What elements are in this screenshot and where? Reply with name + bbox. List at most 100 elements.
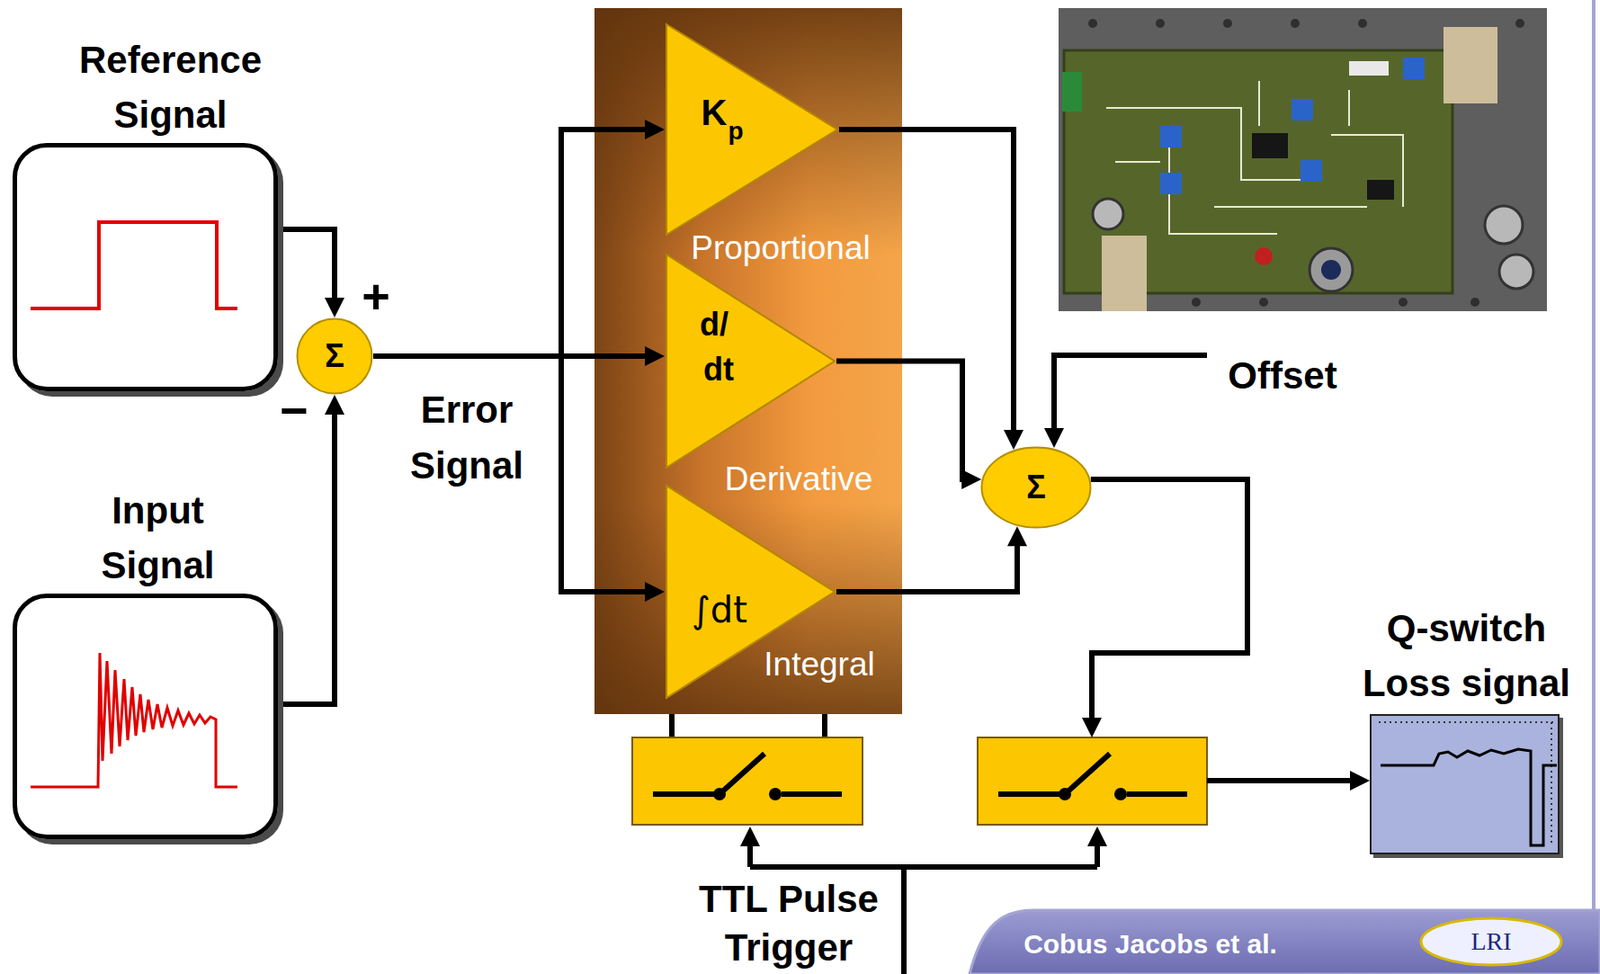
- derivative-symbol: dt: [703, 349, 734, 389]
- wire: [1206, 777, 1352, 784]
- ic-chip: [1367, 179, 1395, 200]
- block-label: Proportional: [690, 228, 871, 269]
- sum-symbol: Σ: [324, 336, 345, 376]
- switch-contact: [713, 787, 726, 801]
- gain-subscript: p: [727, 116, 743, 147]
- connector: [373, 356, 665, 602]
- amplifier-triangle-outline: [664, 22, 840, 237]
- triangle-shape: [666, 24, 838, 235]
- signal-box: Input Signal: [12, 593, 278, 840]
- signal-label: Offset: [1227, 353, 1337, 399]
- triangle-shape: [666, 254, 835, 468]
- wire: [277, 229, 335, 300]
- plate-hole: [1191, 297, 1201, 307]
- dip-switch: [1349, 61, 1389, 76]
- integral-symbol: ∫dt: [691, 588, 748, 632]
- arrow-head: [1349, 770, 1370, 791]
- connector: [836, 526, 1028, 592]
- bnc-connector: [1092, 198, 1124, 230]
- bnc-connector: [1309, 248, 1353, 292]
- mount-bracket: [1443, 26, 1498, 104]
- terminal-block: [1062, 71, 1082, 112]
- switch-symbol: [652, 753, 842, 795]
- switch-contact: [1114, 787, 1127, 801]
- sign-plus: +: [361, 267, 391, 326]
- qswitch-panel-fill: [1369, 714, 1560, 855]
- arrow-head: [324, 394, 345, 415]
- arrow-head: [644, 346, 665, 367]
- switch-box: [977, 737, 1207, 825]
- switch-symbol: [998, 753, 1188, 795]
- mount-bracket: [1101, 235, 1147, 312]
- connector: [277, 229, 345, 318]
- logo-text: LRI: [1470, 926, 1511, 957]
- box-heading: Reference Signal: [67, 32, 275, 143]
- qswitch-dotted-guide: [1378, 722, 1554, 846]
- bnc-connector: [1484, 205, 1523, 244]
- wire: [1090, 479, 1248, 720]
- switch-contact: [1058, 787, 1072, 801]
- switch-box: [632, 737, 863, 825]
- plate-hole: [1358, 18, 1368, 28]
- potentiometer: [1160, 172, 1182, 195]
- signal-label: Error Signal: [372, 382, 562, 494]
- author-credit: Cobus Jacobs et al.: [1023, 928, 1278, 961]
- arrow-head: [1044, 428, 1064, 448]
- block-label: Derivative: [724, 459, 874, 500]
- arrow-head: [644, 581, 665, 602]
- arrow-head: [1087, 826, 1108, 847]
- pcb-trace: [1106, 80, 1404, 234]
- amplifier-triangle: ∫dtIntegral: [664, 483, 837, 700]
- arrow-head: [961, 469, 982, 490]
- logo-shape: [1421, 918, 1562, 966]
- wire: [373, 129, 647, 357]
- potentiometer: [1300, 160, 1323, 182]
- sum-symbol: Σ: [1026, 467, 1046, 507]
- switch-contact: [768, 787, 782, 801]
- connector: [373, 119, 665, 357]
- logo-ellipse: LRI: [1419, 916, 1564, 967]
- potentiometer: [1160, 125, 1182, 148]
- plate-hole: [1223, 18, 1233, 28]
- arrow-head: [324, 297, 345, 318]
- slide-border: [1591, 0, 1596, 912]
- plate-hole: [1290, 18, 1300, 28]
- gain-symbol: K: [701, 90, 728, 135]
- waveform-input: [30, 652, 238, 787]
- plate-hole: [1155, 18, 1165, 28]
- derivative-symbol: d/: [699, 304, 729, 344]
- block-label: Integral: [763, 644, 875, 685]
- bnc-cable: [1321, 259, 1341, 280]
- bnc-connector: [1499, 254, 1534, 289]
- plate-hole: [1470, 297, 1480, 307]
- output-box: Q-switch Loss signal: [1369, 714, 1560, 855]
- connector: [1081, 479, 1370, 791]
- toggle-switch: [1254, 247, 1273, 266]
- photo-frame: [1058, 8, 1547, 312]
- potentiometer: [1403, 57, 1425, 80]
- box-heading: Q-switch Loss signal: [1349, 600, 1585, 711]
- panel-to-switch-wire: [671, 714, 825, 738]
- potentiometer: [1291, 98, 1314, 121]
- arrow-head: [740, 826, 760, 847]
- amplifier-triangle: KpProportional: [664, 22, 840, 237]
- arrow-head: [644, 119, 665, 140]
- amplifier-triangle: d/dtDerivative: [664, 252, 837, 470]
- waveform-reference: [30, 222, 238, 309]
- wire: [839, 129, 1014, 432]
- connector: [839, 129, 1024, 450]
- plate-hole: [1515, 18, 1525, 28]
- junction-shape: [982, 447, 1091, 528]
- signal-box: Reference Signal: [12, 143, 278, 392]
- summing-junction: Σ: [980, 446, 1092, 529]
- arrow-head: [1081, 717, 1102, 738]
- plate-hole: [1259, 297, 1269, 307]
- plate-hole: [1398, 297, 1408, 307]
- waveform-qswitch: [1380, 749, 1557, 846]
- box-heading: Input Signal: [54, 482, 262, 593]
- wire: [373, 356, 647, 592]
- arrow-head: [1003, 429, 1024, 450]
- amplifier-triangle-outline: [664, 252, 837, 470]
- arrow-head: [1007, 526, 1028, 546]
